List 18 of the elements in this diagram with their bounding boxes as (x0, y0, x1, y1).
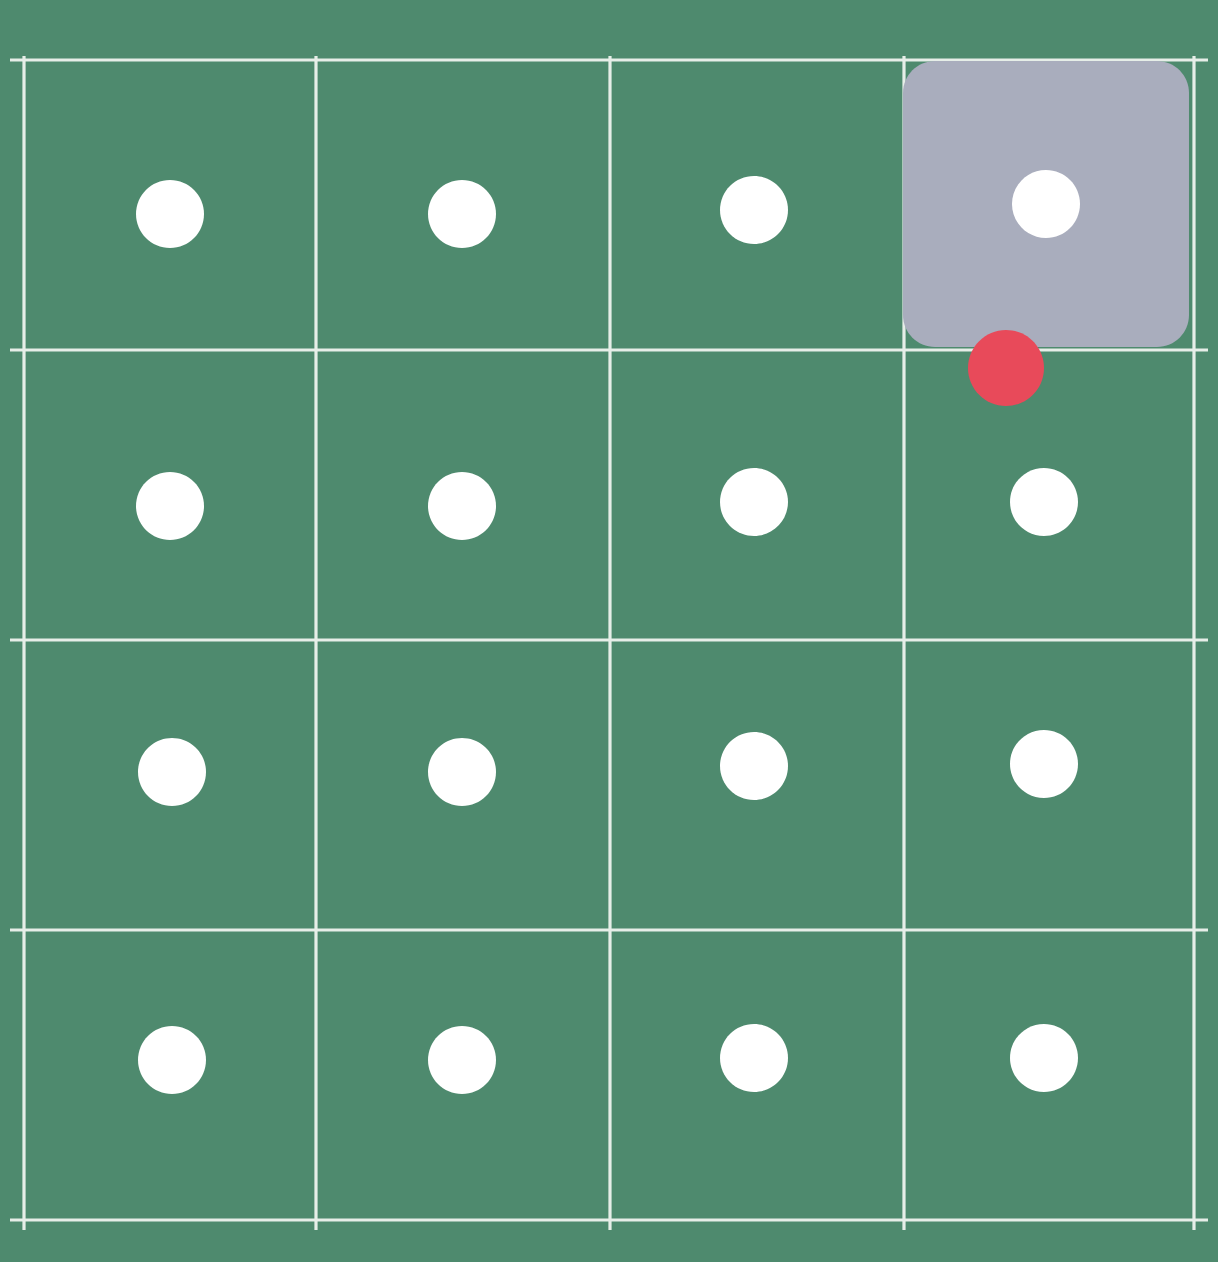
chalk-dot (720, 176, 788, 244)
highlight-square (903, 61, 1189, 347)
chalk-dot (1010, 468, 1078, 536)
chalk-dot (1010, 730, 1078, 798)
chalk-dot (1010, 1024, 1078, 1092)
chalk-dot (720, 468, 788, 536)
chalk-dot (138, 1026, 206, 1094)
marker-dot (968, 330, 1044, 406)
chalk-dot (138, 738, 206, 806)
chalk-dot (1012, 170, 1080, 238)
chalk-dot (136, 472, 204, 540)
chalk-dot (428, 1026, 496, 1094)
chalk-dot (720, 1024, 788, 1092)
chalk-dot (428, 180, 496, 248)
chalk-dot (136, 180, 204, 248)
chalk-dot (428, 472, 496, 540)
chalk-dot (720, 732, 788, 800)
chalk-dot (428, 738, 496, 806)
